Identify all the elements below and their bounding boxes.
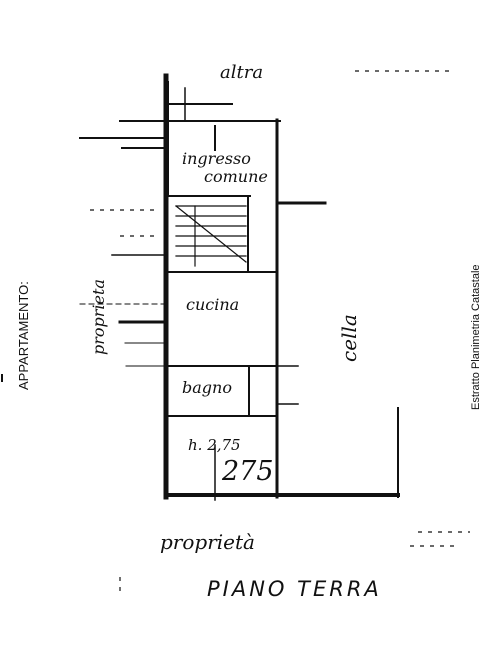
annotation-left: proprieta bbox=[89, 279, 108, 355]
plan-walls bbox=[79, 73, 400, 501]
room-label-cucina: cucina bbox=[186, 295, 239, 314]
room-label-ingresso: ingresso bbox=[182, 149, 251, 168]
unit-number: 275 bbox=[221, 456, 274, 487]
dashed-marks bbox=[90, 70, 470, 596]
annotation-top: altra bbox=[220, 62, 263, 83]
annotations: altra proprieta cella proprietà bbox=[89, 62, 361, 554]
room-label-comune: comune bbox=[204, 167, 268, 186]
room-labels: ingresso comune cucina bagno h. 2,75 275 bbox=[182, 149, 274, 487]
room-label-bagno: bagno bbox=[182, 378, 232, 397]
stair-diagonal bbox=[175, 205, 247, 263]
annotation-bottom: proprietà bbox=[160, 530, 255, 554]
floor-title: PIANO TERRA bbox=[207, 577, 382, 601]
height-note: h. 2,75 bbox=[188, 436, 241, 454]
annotation-right: cella bbox=[337, 314, 361, 362]
